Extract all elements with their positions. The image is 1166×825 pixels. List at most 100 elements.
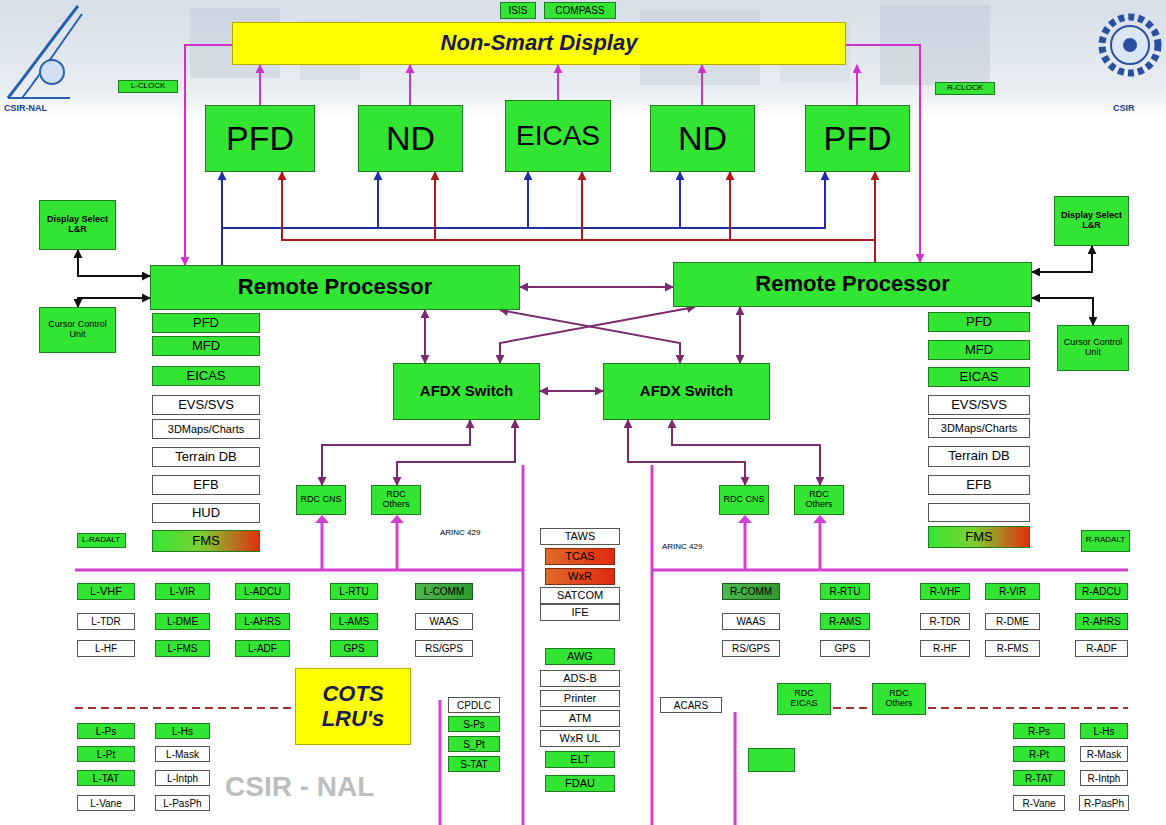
optional-box: EVS/SVS (152, 395, 260, 415)
optional-box: ADS-B (540, 670, 620, 687)
connector (582, 172, 875, 262)
connector (701, 65, 703, 105)
box-label: Printer (564, 692, 596, 704)
component-box: L-RTU (330, 583, 378, 600)
highlight-box: COTS LRU's (295, 668, 411, 745)
component-box: S-Ps (448, 716, 500, 732)
component-box: FDAU (545, 775, 615, 792)
box-label: S-Ps (463, 719, 485, 730)
box-label: L-RTU (339, 586, 368, 597)
box-label: L-Pt (97, 749, 115, 760)
component-box: RDC EICAS (777, 683, 831, 715)
box-label: Cursor Control Unit (1061, 338, 1125, 358)
optional-box: WAAS (722, 613, 780, 630)
component-box: R-ADCU (1075, 583, 1128, 600)
box-label: R-VHF (930, 586, 961, 597)
box-label: RDC Others (798, 490, 840, 510)
box-label: L-Ps (96, 726, 117, 737)
highlight-box: Non-Smart Display (232, 22, 846, 65)
box-label: EFB (966, 478, 991, 492)
component-box: PFD (152, 313, 260, 333)
component-box: S_Pt (448, 736, 500, 752)
box-label: R-VIR (999, 586, 1026, 597)
component-box: L-Ps (77, 723, 135, 739)
box-label: AFDX Switch (420, 383, 513, 400)
box-label: L-HF (95, 643, 117, 654)
optional-box: L-Mask (155, 746, 210, 762)
optional-box: 3DMaps/Charts (152, 419, 260, 439)
connector (730, 172, 875, 262)
connector (628, 420, 745, 485)
box-label: FMS (965, 530, 992, 544)
component-box: RDC CNS (719, 485, 769, 515)
box-label: L-Mask (166, 749, 199, 760)
box-label: R-Pt (1029, 749, 1049, 760)
connector (78, 250, 150, 276)
watermark: CSIR - NAL (225, 772, 374, 803)
optional-box: WAAS (415, 613, 473, 630)
connector (435, 172, 875, 262)
box-label: EICAS (959, 370, 998, 384)
box-label: L-AMS (339, 616, 370, 627)
box-label: PFD (824, 120, 892, 157)
box-label: R-FMS (997, 643, 1029, 654)
connector (557, 65, 559, 100)
component-box: R-VIR (985, 583, 1040, 600)
box-label: R-Ps (1028, 726, 1050, 737)
box-label: L-Hs (172, 726, 193, 737)
box-label: GPS (834, 643, 855, 654)
optional-box: R-Mask (1080, 746, 1128, 762)
component-box: R-Ps (1013, 723, 1065, 739)
optional-box: EFB (152, 475, 260, 495)
box-label: EFB (193, 478, 218, 492)
connector (520, 286, 673, 288)
box-label: EVS/SVS (951, 398, 1007, 412)
component-box: S-TAT (448, 756, 500, 772)
box-label: WxR (568, 570, 592, 582)
connector (672, 420, 820, 485)
connector (540, 390, 603, 392)
component-box: L-CLOCK (118, 80, 178, 93)
box-label: GPS (343, 643, 364, 654)
component-box: L-ADF (235, 640, 290, 657)
optional-box: GPS (820, 640, 870, 657)
box-label: R-TAT (1025, 773, 1053, 784)
empty-box (929, 504, 1030, 522)
logo-caption: CSIR (1113, 104, 1135, 114)
component-box: L-ADCU (235, 583, 290, 600)
component-box: Remote Processor (150, 265, 520, 310)
box-label: R-HF (933, 643, 957, 654)
component-box: L-DME (155, 613, 210, 630)
box-label: L-COMM (424, 586, 465, 597)
box-label: L-CLOCK (131, 82, 166, 91)
connector (222, 172, 825, 265)
box-label: R-ADCU (1082, 586, 1121, 597)
alert-box: WxR (545, 568, 615, 585)
box-label: ACARS (674, 700, 708, 711)
box-label: IFE (571, 606, 588, 618)
connector (424, 310, 426, 363)
box-label: RS/GPS (425, 643, 463, 654)
box-label: MFD (965, 343, 993, 357)
box-label: L-VIR (170, 586, 196, 597)
component-box: AFDX Switch (393, 363, 540, 420)
logo-caption: CSIR-NAL (4, 104, 47, 114)
box-label: L-TAT (93, 773, 119, 784)
fms-box: FMS (928, 526, 1030, 548)
box-label: FDAU (565, 777, 595, 789)
box-label: L-ADCU (244, 586, 281, 597)
component-box: RDC Others (794, 485, 844, 515)
optional-box: R-FMS (985, 640, 1040, 657)
box-label: R-Intph (1088, 773, 1121, 784)
component-box: RDC Others (371, 485, 421, 515)
connector (222, 172, 680, 265)
box-label: TCAS (565, 550, 594, 562)
box-label: ND (678, 120, 727, 157)
optional-box: L-HF (77, 640, 135, 657)
box-label: AFDX Switch (640, 383, 733, 400)
box-label: L-Hs (1093, 726, 1114, 737)
connector (1032, 246, 1092, 272)
csir-logo (1102, 17, 1158, 73)
component-box: GPS (330, 640, 378, 657)
box-label: R-AMS (829, 616, 861, 627)
